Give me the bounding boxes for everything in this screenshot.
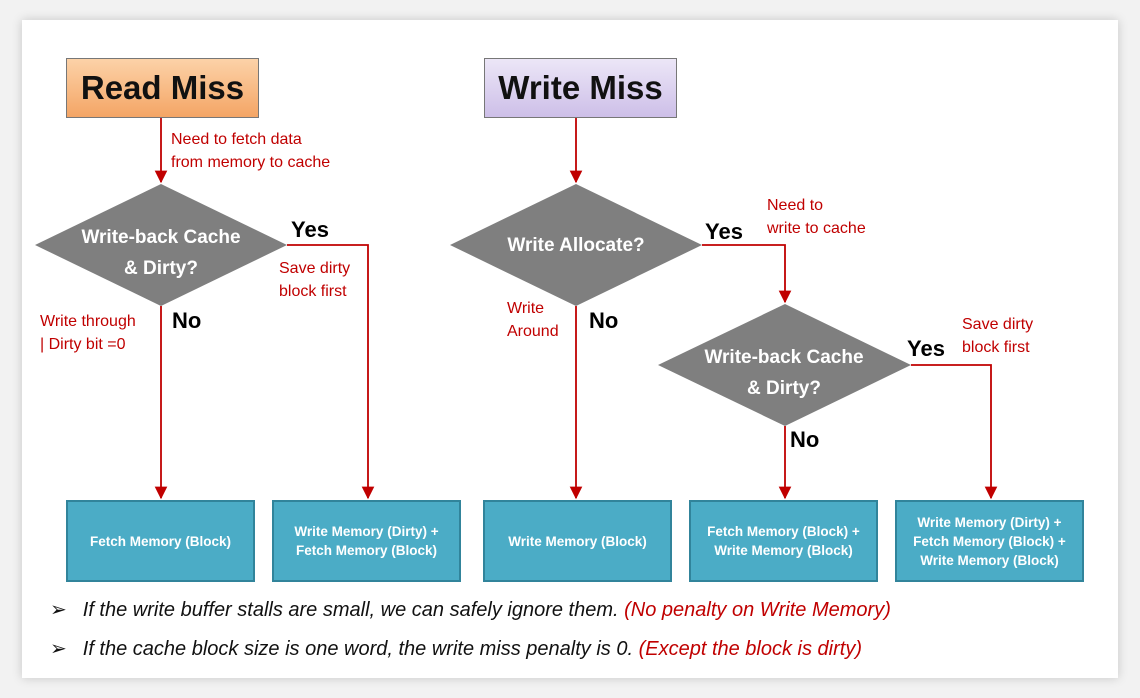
bullet-note: (Except the block is dirty) <box>638 638 862 660</box>
no-label-write-dirty: No <box>790 427 820 452</box>
bullet-text: If the write buffer stalls are small, we… <box>82 599 619 621</box>
decision-diamond-read <box>35 184 287 306</box>
bullet-block-size: ➢ If the cache block size is one word, th… <box>50 636 862 661</box>
annotation-write-through: Write through | Dirty bit =0 <box>40 313 136 353</box>
arrow-read-yes <box>287 244 375 500</box>
no-label-allocate: No <box>589 308 619 333</box>
outcome-write-dirty-fetch: Write Memory (Dirty) + Fetch Memory (Blo… <box>272 500 461 582</box>
annotation-fetch-to-cache: Need to fetch data from memory to cache <box>171 131 331 171</box>
arrow-write-dirty-yes <box>911 364 998 500</box>
decision-diamond-write-dirty <box>658 304 911 426</box>
decision-label-allocate: Write Allocate? <box>507 235 645 256</box>
annotation-save-dirty-right: Save dirty block first <box>962 316 1034 356</box>
bullet-note: (No penalty on Write Memory) <box>624 599 891 621</box>
arrow-allocate-yes <box>702 244 792 304</box>
annotation-need-write-cache: Need to write to cache <box>767 197 866 237</box>
yes-label-read: Yes <box>291 217 329 242</box>
decision-label-write-dirty: Write-back Cache & Dirty? <box>704 347 864 399</box>
yes-label-write-dirty: Yes <box>907 336 945 361</box>
yes-label-allocate: Yes <box>705 219 743 244</box>
outcome-fetch-write-block: Fetch Memory (Block) + Write Memory (Blo… <box>689 500 878 582</box>
annotation-write-around: Write Around <box>507 300 559 340</box>
bullet-text: If the cache block size is one word, the… <box>82 638 634 660</box>
decision-label-read: Write-back Cache & Dirty? <box>81 227 241 279</box>
outcome-write-block: Write Memory (Block) <box>483 500 672 582</box>
no-label-read: No <box>172 308 202 333</box>
write-miss-node: Write Miss <box>484 58 677 118</box>
bullet-arrow-icon: ➢ <box>50 599 67 621</box>
decision-diamond-allocate <box>450 184 702 306</box>
read-miss-node: Read Miss <box>66 58 259 118</box>
outcome-write-dirty-fetch-write: Write Memory (Dirty) + Fetch Memory (Blo… <box>895 500 1084 582</box>
annotation-save-dirty-left: Save dirty block first <box>279 260 351 300</box>
bullet-write-buffer: ➢ If the write buffer stalls are small, w… <box>50 597 891 622</box>
outcome-fetch-block: Fetch Memory (Block) <box>66 500 255 582</box>
bullet-arrow-icon: ➢ <box>50 638 67 660</box>
